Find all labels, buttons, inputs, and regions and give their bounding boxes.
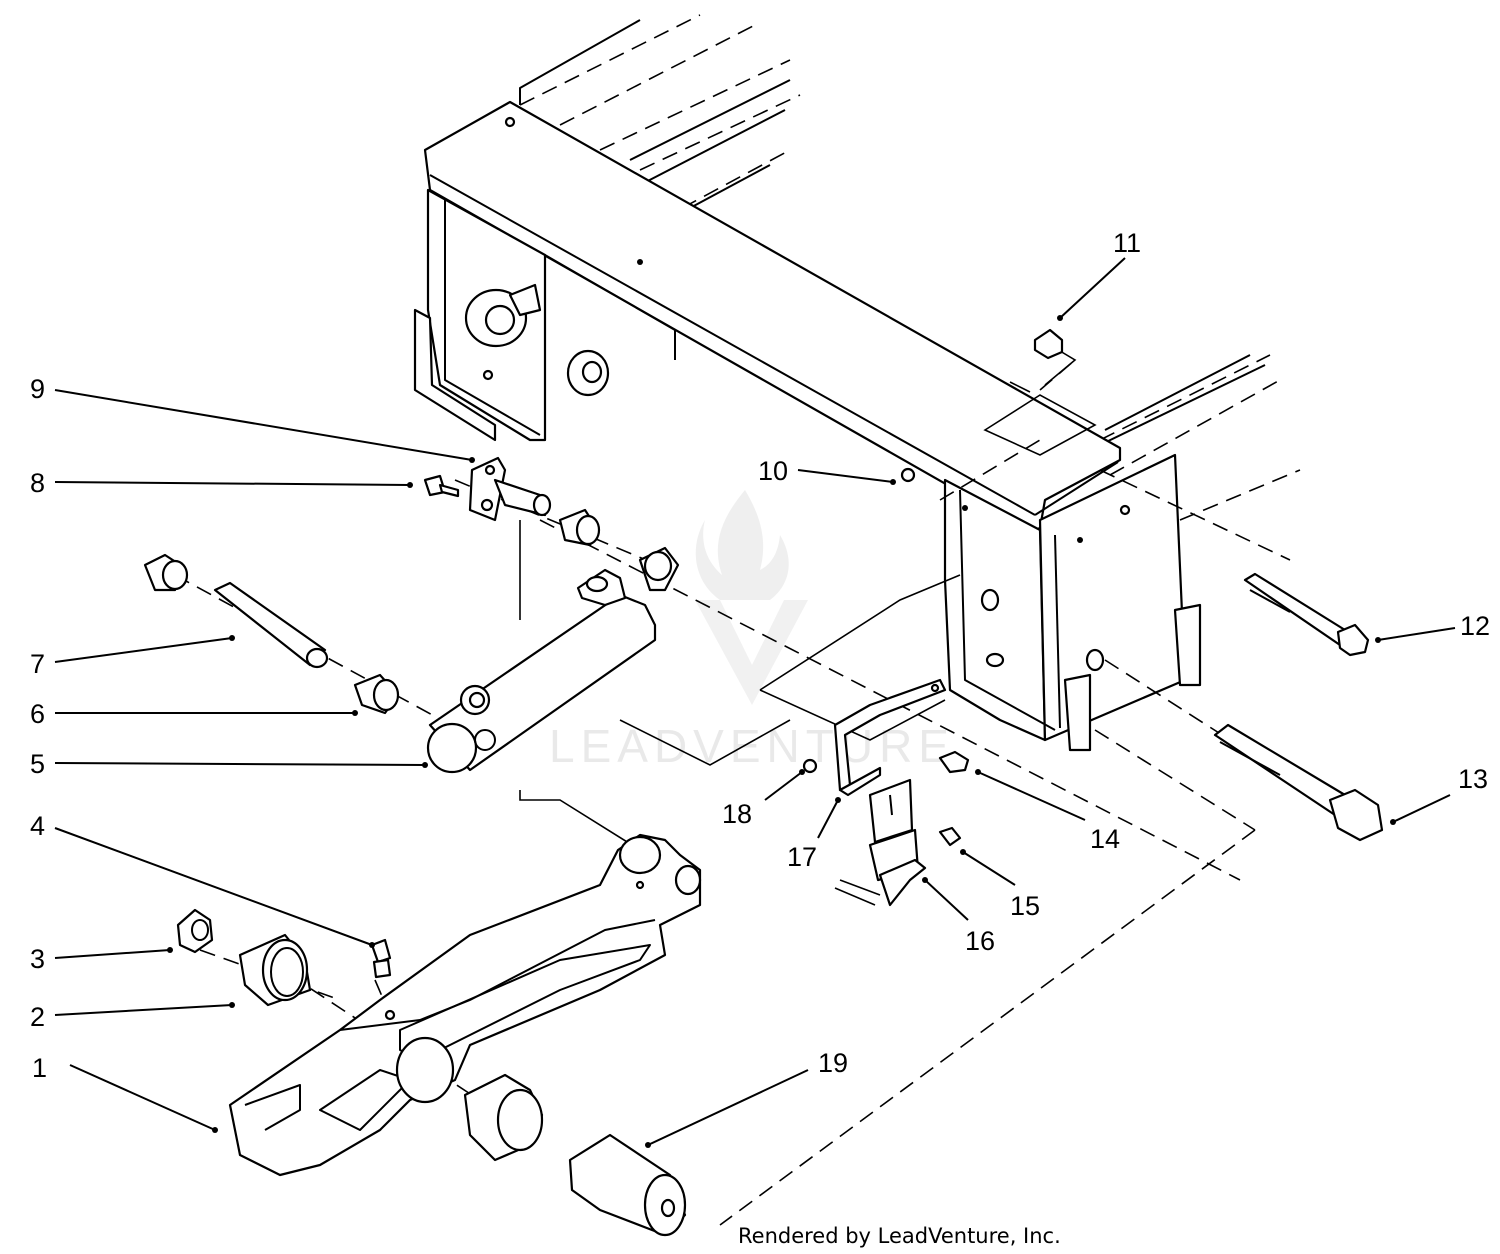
callout-5: 5 bbox=[30, 749, 45, 779]
callout-labels: 1 2 3 4 5 6 7 8 9 10 11 12 13 14 15 16 1… bbox=[30, 228, 1490, 1083]
callout-11: 11 bbox=[1113, 228, 1141, 258]
bolt-large bbox=[1213, 723, 1384, 842]
bushing-lower bbox=[463, 1073, 544, 1162]
callout-1: 1 bbox=[32, 1053, 47, 1083]
callout-2: 2 bbox=[30, 1002, 45, 1032]
callout-16: 16 bbox=[965, 926, 995, 956]
cylinder-pin bbox=[143, 553, 400, 715]
hex-nut bbox=[176, 908, 214, 954]
switch-bracket bbox=[833, 678, 947, 907]
clevis-pin bbox=[468, 456, 552, 522]
main-frame bbox=[413, 14, 1301, 752]
credit-line: Rendered by LeadVenture, Inc. bbox=[738, 1224, 1061, 1248]
callout-13: 13 bbox=[1458, 764, 1488, 794]
callout-6: 6 bbox=[30, 699, 45, 729]
callout-9: 9 bbox=[30, 374, 45, 404]
leader-lines bbox=[54, 257, 1456, 1148]
callout-3: 3 bbox=[30, 944, 45, 974]
callout-7: 7 bbox=[30, 649, 45, 679]
callout-18: 18 bbox=[722, 799, 752, 829]
bolt-long bbox=[1243, 572, 1370, 657]
grease-fitting bbox=[370, 938, 392, 979]
watermark-logo: LEADVENTURE bbox=[549, 490, 955, 772]
callout-10: 10 bbox=[758, 456, 788, 486]
v-mark-icon bbox=[695, 600, 808, 705]
bushing-upper bbox=[558, 508, 601, 547]
hydraulic-cylinder bbox=[426, 546, 680, 774]
callout-17: 17 bbox=[787, 842, 817, 872]
flame-icon bbox=[695, 490, 789, 600]
callout-4: 4 bbox=[30, 811, 45, 841]
callout-14: 14 bbox=[1090, 824, 1120, 854]
lift-arm bbox=[228, 833, 702, 1177]
callout-8: 8 bbox=[30, 468, 45, 498]
callout-12: 12 bbox=[1460, 611, 1490, 641]
pivot-bushing bbox=[238, 933, 312, 1007]
small-hardware bbox=[802, 328, 1064, 847]
watermark-text: LEADVENTURE bbox=[549, 720, 955, 772]
grease-bolt bbox=[423, 474, 460, 498]
roller bbox=[568, 1133, 687, 1237]
callout-15: 15 bbox=[1010, 891, 1040, 921]
callout-19: 19 bbox=[818, 1048, 848, 1078]
